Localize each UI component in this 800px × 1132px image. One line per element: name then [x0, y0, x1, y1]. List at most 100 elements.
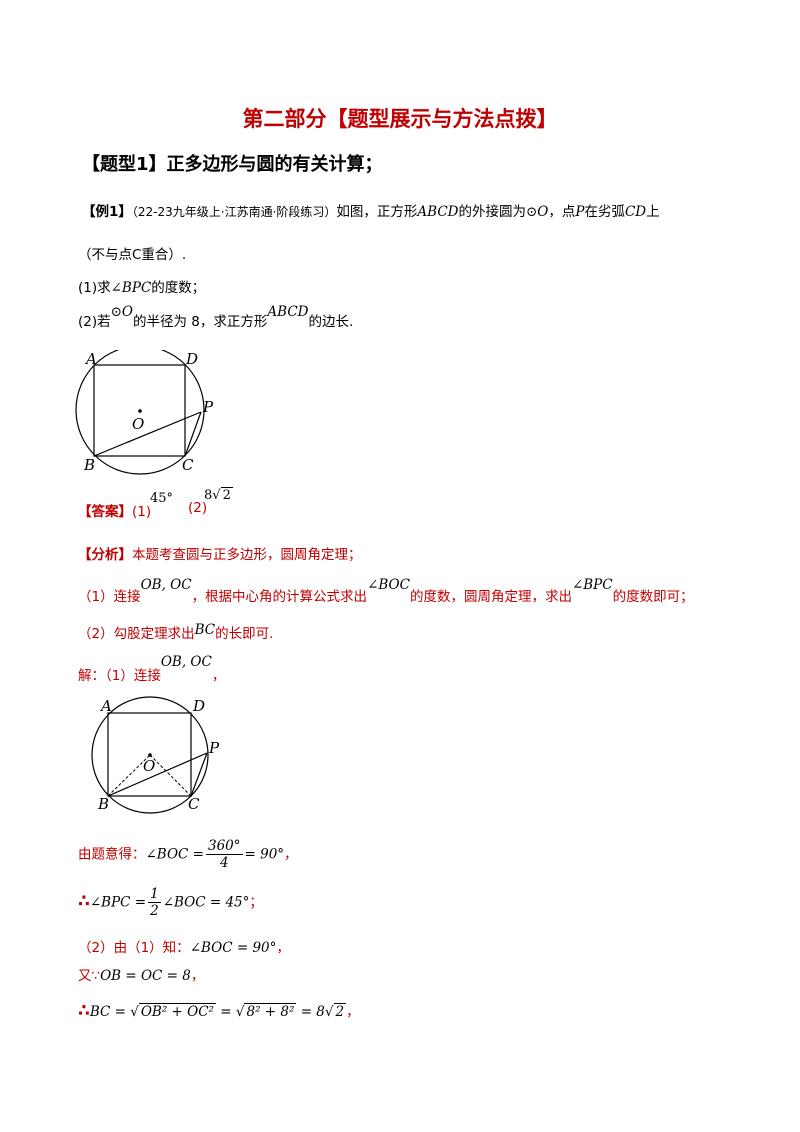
- example-source: （22-23九年级上·江苏南通·阶段练习）: [131, 205, 337, 219]
- l1-rhs: = 90°: [244, 846, 285, 863]
- therefore-symbol: ∴: [78, 891, 90, 912]
- analysis-step-1: （1）连接OB, OC，根据中心角的计算公式求出∠BOC的度数，圆周角定理，求出…: [78, 577, 694, 605]
- l1-end: ，: [284, 846, 298, 863]
- l2-den: 2: [150, 903, 159, 919]
- solution-line-1: 由题意得：∠BOC =360°4= 90°，: [78, 838, 298, 871]
- label-a-2: A: [99, 697, 112, 715]
- answer-part-1: (1): [132, 504, 152, 520]
- square: [93, 364, 186, 457]
- analysis-intro-text: 本题考查圆与正多边形，圆周角定理；: [132, 547, 362, 563]
- example-text: 上: [646, 204, 660, 220]
- example-cd: CD: [624, 204, 647, 220]
- center-point-2: [148, 753, 152, 757]
- page-title: 第二部分【题型展示与方法点拨】: [242, 107, 558, 131]
- l2-rhs: ∠BOC = 45°: [162, 894, 250, 911]
- l3-expr: ∠BOC = 90°: [189, 940, 277, 956]
- square-2: [107, 712, 192, 797]
- l5-end: ，: [346, 1004, 360, 1020]
- label-a: A: [84, 350, 97, 368]
- center-point: [138, 409, 142, 413]
- l1-num: 360°: [205, 838, 243, 855]
- segment-bp-2: [107, 752, 208, 797]
- a2-prefix: （2）勾股定理求出: [78, 626, 195, 642]
- question-2: (2)若⊙O的半径为 8，求正方形ABCD的边长.: [78, 304, 354, 330]
- therefore-symbol-2: ∴: [78, 1001, 90, 1021]
- l2-lhs: ∠BPC =: [89, 894, 147, 911]
- label-c-2: C: [188, 795, 200, 813]
- label-o: O: [132, 415, 144, 433]
- analysis-tag: 【分析】: [78, 547, 132, 563]
- q2-abcd: ABCD: [267, 304, 309, 320]
- l1-fraction: 360°4: [205, 838, 243, 871]
- l4-expr: OB = OC = 8: [100, 968, 191, 984]
- example-text: ，点: [548, 204, 576, 220]
- circumcircle-2: [91, 696, 209, 814]
- label-d: D: [185, 350, 198, 368]
- a1-seg: OB, OC: [140, 577, 192, 593]
- a1-prefix: （1）连接: [78, 589, 141, 605]
- q2-suffix: 的边长.: [308, 314, 354, 330]
- figure-1: A D B C P O: [75, 350, 214, 475]
- answer-value-2: 8√2: [204, 487, 233, 503]
- q1-angle: ∠BPC: [110, 280, 152, 296]
- analysis-intro: 【分析】本题考查圆与正多边形，圆周角定理；: [78, 543, 362, 563]
- question-1: (1)求∠BPC的度数；: [78, 276, 205, 296]
- example-text: 如图，正方形: [336, 204, 418, 220]
- l5-a: BC =: [89, 1004, 126, 1020]
- l1-den: 4: [219, 855, 229, 871]
- label-c: C: [182, 456, 194, 474]
- a1-suffix: 的度数即可；: [612, 589, 694, 605]
- example-text: 的外接圆为: [458, 204, 526, 220]
- s-prefix: 解：（1）连接: [78, 668, 161, 684]
- q2-mid: 的半径为 8，求正方形: [133, 314, 268, 330]
- q1-prefix: (1)求: [78, 280, 111, 296]
- q2-prefix: (2)若: [78, 314, 111, 330]
- answer-part-2: (2): [188, 500, 208, 516]
- a2-seg: BC: [194, 622, 216, 638]
- l5-eq: =: [220, 1004, 232, 1020]
- l3-prefix: （2）由（1）知：: [78, 940, 190, 956]
- example-circle: ⊙O: [525, 204, 549, 220]
- s-suffix: ，: [211, 668, 226, 684]
- l5-radicand-1: OB² + OC²: [138, 1003, 216, 1020]
- example-tag: 【例1】: [82, 204, 132, 220]
- answer-coef: 8: [204, 488, 213, 503]
- analysis-step-2: （2）勾股定理求出BC的长即可.: [78, 622, 273, 642]
- a1-angle1: ∠BOC: [367, 577, 410, 593]
- example-line-2: （不与点C重合）.: [78, 247, 187, 263]
- label-p: P: [202, 398, 214, 416]
- l3-end: ，: [276, 940, 290, 956]
- l5-radicand-3: 2: [333, 1003, 347, 1020]
- l5-eq2: = 8: [300, 1004, 325, 1020]
- a2-suffix: 的长即可.: [215, 626, 274, 642]
- solution-line-4: 又∵OB = OC = 8，: [78, 964, 204, 984]
- label-p-2: P: [208, 739, 220, 757]
- example-abcd: ABCD: [417, 204, 459, 220]
- segment-bp: [93, 411, 202, 457]
- circumcircle: [75, 350, 205, 475]
- segment-cp-2: [190, 752, 208, 797]
- answer-radicand: 2: [220, 487, 233, 503]
- label-b-2: B: [97, 795, 109, 813]
- l1-lhs: ∠BOC =: [145, 846, 204, 863]
- section-heading: 【题型1】正多边形与圆的有关计算；: [82, 154, 383, 175]
- example-text: 在劣弧: [584, 204, 625, 220]
- solution-line-5: ∴BC = √OB² + OC² = √8² + 8² = 8√2，: [78, 1001, 360, 1021]
- solution-line-3: （2）由（1）知：∠BOC = 90°，: [78, 936, 290, 956]
- a1-mid2: 的度数，圆周角定理，求出: [409, 589, 572, 605]
- answer-line: 【答案】(1): [78, 500, 151, 520]
- l2-num: 1: [148, 886, 161, 903]
- l1-prefix: 由题意得：: [78, 846, 146, 863]
- segment-cp: [184, 411, 202, 457]
- a1-mid: ，根据中心角的计算公式求出: [191, 589, 368, 605]
- label-b: B: [83, 456, 95, 474]
- example-p: P: [575, 204, 585, 220]
- l5-radicand-2: 8² + 8²: [244, 1003, 297, 1020]
- label-o-2: O: [143, 757, 155, 775]
- a1-angle2: ∠BPC: [571, 577, 613, 593]
- answer-value-1: 45°: [150, 491, 174, 506]
- figure-2: A D B C P O: [91, 696, 220, 814]
- l2-end: ；: [249, 894, 263, 911]
